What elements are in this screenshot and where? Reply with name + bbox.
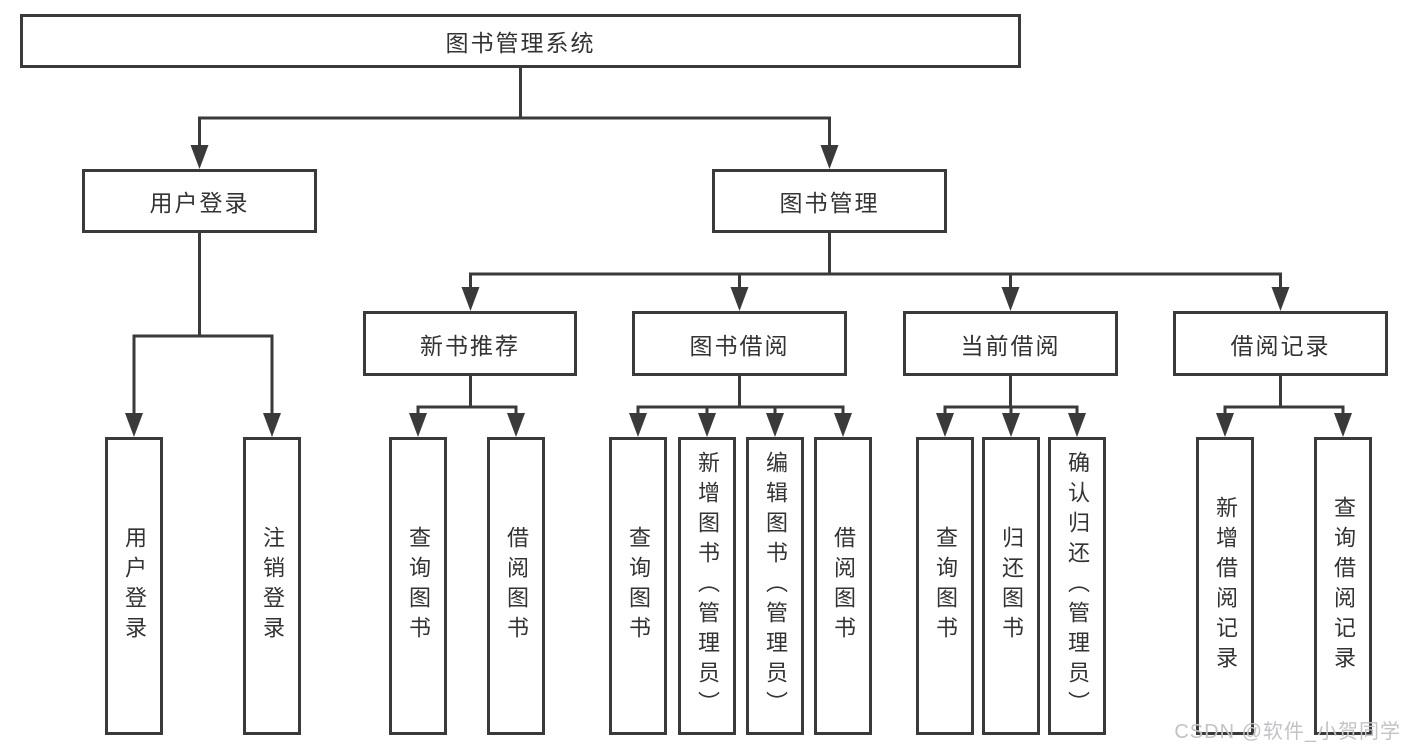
node-new-book-recommendation: 新书推荐 xyxy=(363,311,577,376)
leaf-edit-books-admin: 编辑图书（管理员） xyxy=(746,437,804,735)
leaf-query-borrow-record-label: 查询借阅记录 xyxy=(1331,496,1356,676)
node-user-login: 用户登录 xyxy=(82,169,317,233)
node-borrowing-records-label: 借阅记录 xyxy=(1230,332,1331,359)
leaf-query-books-2: 查询图书 xyxy=(609,437,667,735)
leaf-add-books-admin-label: 新增图书（管理员） xyxy=(695,451,720,721)
csdn-watermark: CSDN @软件_小贺同学 xyxy=(1174,721,1401,743)
leaf-query-books: 查询图书 xyxy=(389,437,447,735)
leaf-confirm-return-admin-label: 确认归还（管理员） xyxy=(1065,451,1090,721)
node-borrowing-records: 借阅记录 xyxy=(1173,311,1388,376)
leaf-query-books-3: 查询图书 xyxy=(916,437,974,735)
node-root-label: 图书管理系统 xyxy=(445,30,596,56)
node-book-borrowing: 图书借阅 xyxy=(632,311,847,376)
leaf-query-books-label: 查询图书 xyxy=(406,526,431,646)
leaf-borrow-books-2-label: 借阅图书 xyxy=(831,526,856,646)
leaf-logout: 注销登录 xyxy=(243,437,301,735)
leaf-query-books-3-label: 查询图书 xyxy=(933,526,958,646)
leaf-user-login: 用户登录 xyxy=(105,437,163,735)
leaf-borrow-books-2: 借阅图书 xyxy=(814,437,872,735)
node-book-management-label: 图书管理 xyxy=(779,190,880,216)
leaf-add-books-admin: 新增图书（管理员） xyxy=(678,437,736,735)
node-current-borrowing: 当前借阅 xyxy=(903,311,1118,376)
node-current-borrowing-label: 当前借阅 xyxy=(960,332,1061,359)
node-book-management: 图书管理 xyxy=(712,169,947,233)
leaf-confirm-return-admin: 确认归还（管理员） xyxy=(1048,437,1106,735)
leaf-borrow-books: 借阅图书 xyxy=(487,437,545,735)
leaf-add-borrow-record-label: 新增借阅记录 xyxy=(1213,496,1238,676)
leaf-query-borrow-record: 查询借阅记录 xyxy=(1314,437,1372,735)
node-user-login-label: 用户登录 xyxy=(149,190,250,216)
arrowheads xyxy=(125,145,1352,437)
leaf-add-borrow-record: 新增借阅记录 xyxy=(1196,437,1254,735)
node-new-book-recommendation-label: 新书推荐 xyxy=(420,332,520,359)
leaf-user-login-label: 用户登录 xyxy=(122,526,147,646)
leaf-return-books-label: 归还图书 xyxy=(999,526,1024,646)
leaf-query-books-2-label: 查询图书 xyxy=(626,526,651,646)
leaf-return-books: 归还图书 xyxy=(982,437,1040,735)
node-root-library-system: 图书管理系统 xyxy=(20,14,1021,68)
leaf-logout-label: 注销登录 xyxy=(260,526,285,646)
node-book-borrowing-label: 图书借阅 xyxy=(689,332,790,359)
leaf-edit-books-admin-label: 编辑图书（管理员） xyxy=(763,451,788,721)
leaf-borrow-books-label: 借阅图书 xyxy=(504,526,529,646)
